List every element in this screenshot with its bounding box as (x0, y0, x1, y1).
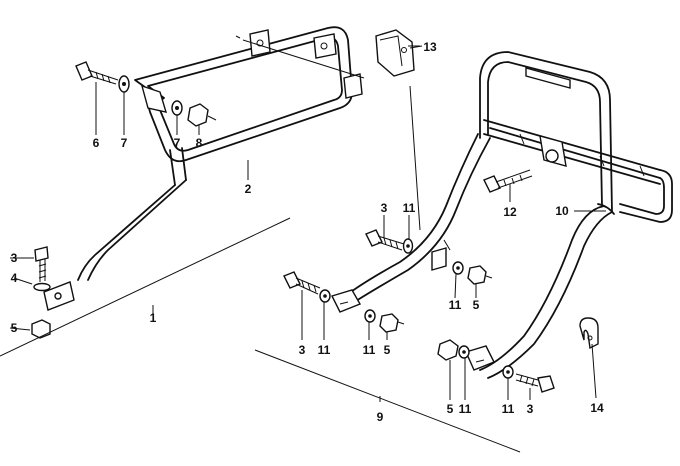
label-11d: 11 (363, 343, 376, 357)
nut-8 (187, 103, 209, 127)
label-3b: 3 (381, 201, 388, 215)
label-12: 12 (503, 205, 517, 219)
bolt-3b (365, 229, 405, 251)
part-labels: 6 7 7 8 2 13 3 11 12 10 11 5 3 11 11 5 1… (11, 40, 604, 424)
bolt-3c (283, 271, 321, 295)
nut-5c (379, 313, 399, 333)
leader-lines (0, 45, 606, 453)
nut-5a (31, 319, 51, 339)
label-1: 1 (150, 311, 157, 325)
bolt-3d (515, 373, 555, 393)
label-11a: 11 (403, 201, 416, 215)
left-frame-assembly (43, 26, 365, 311)
label-11b: 11 (449, 298, 462, 312)
nut-5d (437, 339, 459, 361)
bolt-12 (483, 169, 533, 193)
label-5a: 5 (11, 321, 18, 335)
label-11e: 11 (459, 402, 472, 416)
label-8: 8 (196, 136, 203, 150)
label-4: 4 (11, 271, 18, 285)
clamp-13 (375, 29, 423, 77)
label-13: 13 (423, 40, 437, 54)
nut-5b (467, 265, 487, 285)
label-5d: 5 (447, 402, 454, 416)
label-2: 2 (245, 182, 252, 196)
label-7b: 7 (174, 136, 181, 150)
label-9: 9 (377, 410, 384, 424)
label-3c: 3 (299, 343, 306, 357)
bolt-6 (75, 61, 119, 85)
rear-carrier-assembly (331, 51, 673, 379)
leader-13-to-11 (409, 85, 421, 231)
label-11f: 11 (502, 402, 515, 416)
label-6: 6 (93, 136, 100, 150)
washer-4 (33, 282, 51, 292)
label-10: 10 (555, 204, 569, 218)
label-7a: 7 (121, 136, 128, 150)
label-3a: 3 (11, 251, 18, 265)
label-11c: 11 (318, 343, 331, 357)
bolt-3a (34, 246, 49, 282)
label-14: 14 (590, 401, 604, 415)
label-3d: 3 (527, 402, 534, 416)
label-5c: 5 (384, 343, 391, 357)
bracket-plate (140, 84, 168, 113)
clip-14 (579, 317, 599, 350)
label-5b: 5 (473, 298, 480, 312)
